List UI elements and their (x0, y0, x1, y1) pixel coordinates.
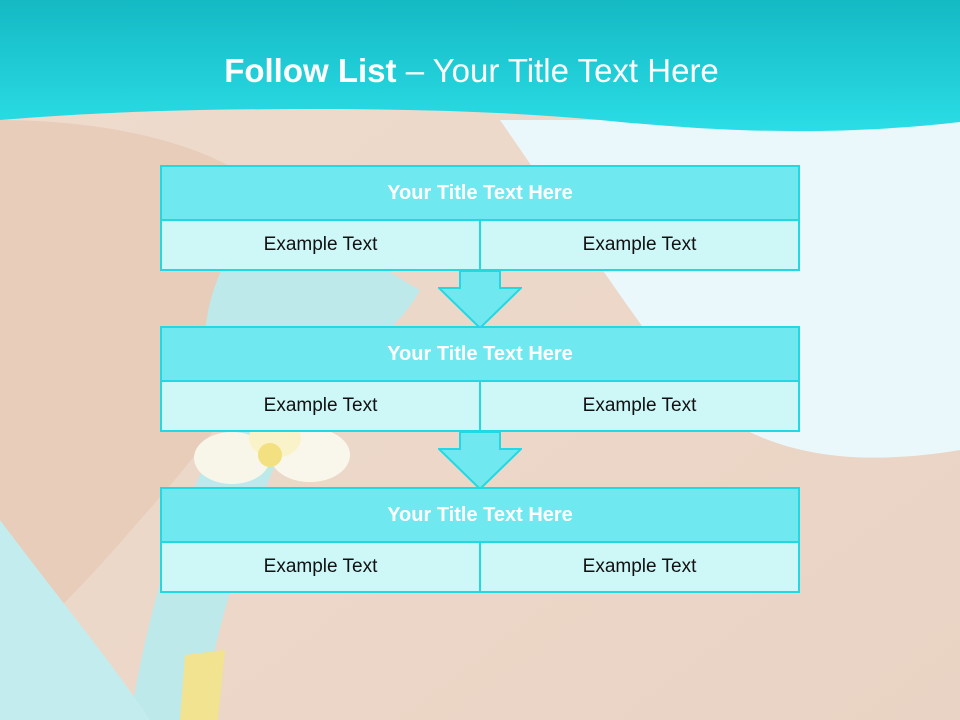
step-box-title: Your Title Text Here (160, 487, 800, 543)
step-box-cell-left: Example Text (160, 221, 481, 271)
step-box-1: Your Title Text Here Example Text Exampl… (160, 165, 800, 271)
down-arrow-icon (438, 432, 522, 490)
step-box-cell-right: Example Text (481, 543, 800, 593)
slide-title-bold: Follow List (224, 52, 397, 89)
step-box-row: Example Text Example Text (160, 221, 800, 271)
step-box-title: Your Title Text Here (160, 165, 800, 221)
step-box-cell-right: Example Text (481, 382, 800, 432)
step-box-3: Your Title Text Here Example Text Exampl… (160, 487, 800, 593)
slide-title: Follow List – Your Title Text Here (0, 52, 943, 90)
step-box-cell-left: Example Text (160, 382, 481, 432)
step-box-cell-left: Example Text (160, 543, 481, 593)
slide-title-rest: – Your Title Text Here (396, 52, 719, 89)
down-arrow-icon (438, 271, 522, 329)
step-box-cell-right: Example Text (481, 221, 800, 271)
step-box-row: Example Text Example Text (160, 382, 800, 432)
step-box-title: Your Title Text Here (160, 326, 800, 382)
step-box-2: Your Title Text Here Example Text Exampl… (160, 326, 800, 432)
step-box-row: Example Text Example Text (160, 543, 800, 593)
